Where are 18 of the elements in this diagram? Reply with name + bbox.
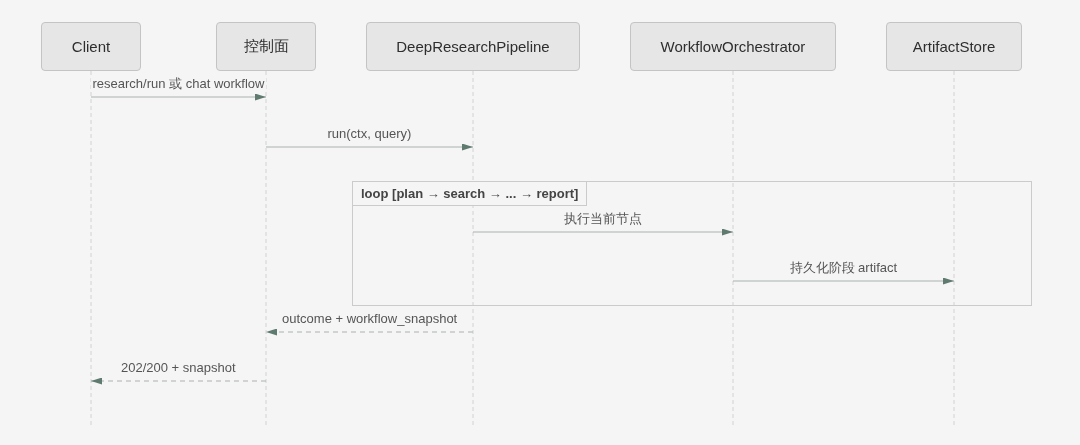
- participant-box: ArtifactStore: [886, 22, 1022, 71]
- participant-box: Client: [41, 22, 141, 71]
- message-label: outcome + workflow_snapshot: [280, 311, 460, 327]
- message-label: run(ctx, query): [325, 126, 414, 142]
- message-label: 持久化阶段 artifact: [787, 260, 900, 276]
- message-label: 202/200 + snapshot: [119, 360, 238, 376]
- message-arrow: [90, 377, 267, 385]
- message-arrow: [732, 277, 955, 285]
- participant-box: WorkflowOrchestrator: [630, 22, 836, 71]
- message-arrow: [90, 93, 267, 101]
- message-label: 执行当前节点: [562, 211, 644, 227]
- message-arrow: [265, 143, 474, 151]
- message-arrow: [472, 228, 734, 236]
- participant-box: 控制面: [216, 22, 316, 71]
- message-arrow: [265, 328, 474, 336]
- participant-box: DeepResearchPipeline: [366, 22, 580, 71]
- loop-label: loop [plan → search → ... → report]: [353, 182, 588, 206]
- message-label: research/run 或 chat workflow: [90, 76, 267, 92]
